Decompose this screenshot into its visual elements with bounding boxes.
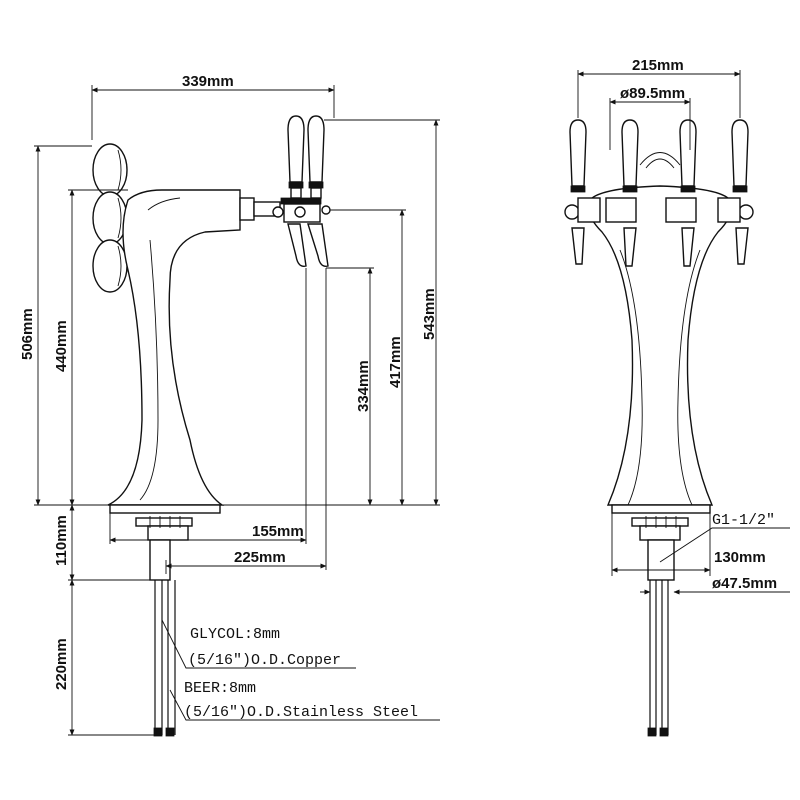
dim-155-label: 155mm xyxy=(252,523,304,540)
dim-89-5-label: ø89.5mm xyxy=(620,85,685,102)
beer-pipe-note: (5/16″)O.D.Stainless Steel xyxy=(184,704,418,721)
glycol-pipe-note: (5/16″)O.D.Copper xyxy=(188,652,341,669)
tap-handle-icon xyxy=(605,119,639,267)
beer-note: BEER:8mm xyxy=(184,680,256,697)
faucet-assembly xyxy=(239,115,331,267)
pipe-lines xyxy=(153,580,176,737)
base-mount xyxy=(109,504,221,581)
front-taps xyxy=(564,119,754,267)
side-view: 339mm 506mm 440mm 543mm 417mm 334mm 155m… xyxy=(19,73,440,737)
tap-handle-icon xyxy=(307,115,325,183)
front-view: 215mm ø89.5mm G1-1/2″ 130mm ø47.5mm xyxy=(564,57,790,737)
tap-handle-icon xyxy=(287,115,305,183)
dim-225-label: 225mm xyxy=(234,549,286,566)
tower-body xyxy=(107,189,241,506)
glycol-note: GLYCOL:8mm xyxy=(190,626,280,643)
dim-215-label: 215mm xyxy=(632,57,684,74)
medallion-icon xyxy=(92,143,128,293)
dim-334-label: 334mm xyxy=(355,360,372,412)
front-base-mount xyxy=(611,504,711,737)
dim-220-label: 220mm xyxy=(53,638,70,690)
side-dimension-lines xyxy=(34,85,440,736)
dim-130-label: 130mm xyxy=(714,549,766,566)
dim-440-label: 440mm xyxy=(53,320,70,372)
thread-spec-label: G1-1/2″ xyxy=(712,512,775,529)
dim-506-label: 506mm xyxy=(19,308,36,360)
tap-handle-icon xyxy=(665,119,697,267)
dim-110-label: 110mm xyxy=(53,515,70,566)
front-tower-body xyxy=(587,185,733,506)
tap-handle-icon xyxy=(717,119,754,265)
dim-543-label: 543mm xyxy=(421,288,438,340)
tap-handle-icon xyxy=(564,119,601,265)
dim-339-label: 339mm xyxy=(182,73,234,90)
dim-47-5-label: ø47.5mm xyxy=(712,575,777,592)
front-dimension-lines xyxy=(577,70,790,595)
dim-417-label: 417mm xyxy=(387,336,404,388)
